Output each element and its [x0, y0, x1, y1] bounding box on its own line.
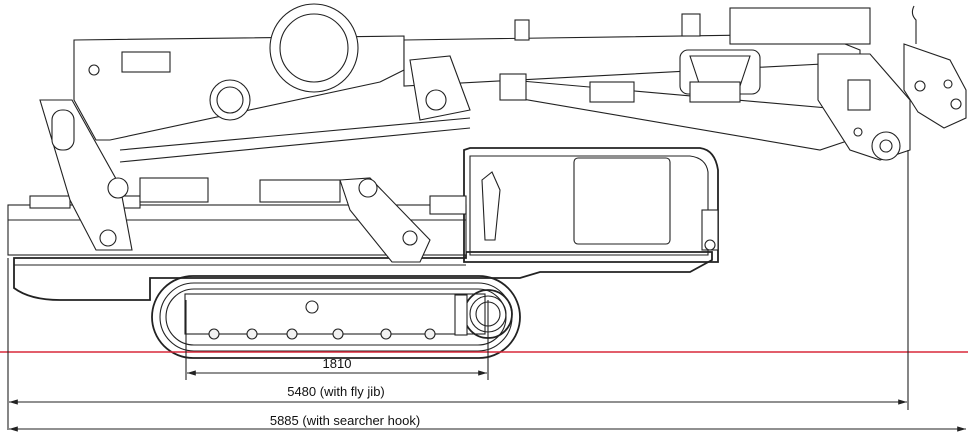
dimension-searcher-hook-label: 5885 (with searcher hook) [270, 413, 420, 428]
searcher-hook [903, 5, 967, 129]
track-rollers [208, 328, 436, 340]
engine-body [463, 147, 719, 263]
dimension-fly-jib: 5480 (with fly jib) [9, 384, 907, 405]
crawler-track [151, 275, 521, 359]
fly-jib [817, 53, 911, 161]
boom-extension [403, 7, 871, 151]
dimension-track-label: 1810 [323, 356, 352, 371]
main-boom [51, 3, 471, 163]
dimension-fly-jib-label: 5480 (with fly jib) [287, 384, 385, 399]
dimension-track: 1810 [187, 356, 487, 376]
extension-lines [7, 150, 909, 430]
dimension-searcher-hook: 5885 (with searcher hook) [9, 413, 966, 432]
